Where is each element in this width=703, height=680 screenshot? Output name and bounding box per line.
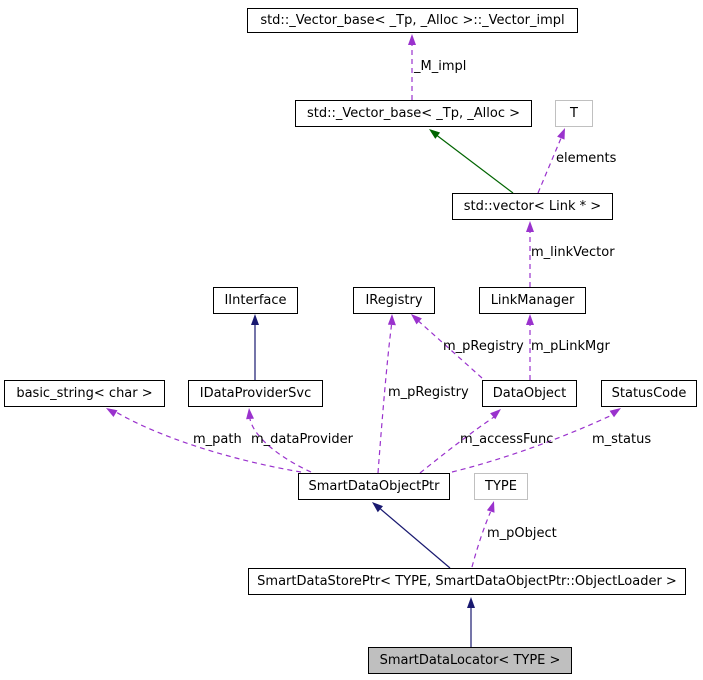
node-link-manager[interactable]: LinkManager [479, 287, 586, 314]
arrowhead-storeptr-inherit [372, 502, 383, 513]
edge-label-m-p-object: m_pObject [487, 526, 557, 541]
arrowhead-m-status [609, 408, 621, 418]
edge-m-p-object [471, 511, 492, 568]
edge-label-elements: elements [556, 151, 617, 166]
edge-storeptr-inherit [380, 508, 451, 569]
arrowhead-elements [557, 128, 565, 140]
arrowhead-m-data-provider [246, 408, 254, 420]
edge-label-m-access-func: m_accessFunc [460, 432, 554, 447]
arrowhead-vector-inherit [429, 129, 441, 139]
node-template-param-t: T [555, 100, 593, 127]
arrowhead-m-link-vector [526, 221, 534, 232]
arrowhead-m-p-registry-smartptr [387, 314, 396, 326]
arrowhead-m-p-object [486, 501, 495, 513]
arrowhead-m-impl [408, 34, 416, 45]
edge-m-status [451, 414, 613, 473]
node-statuscode[interactable]: StatusCode [601, 380, 697, 407]
arrowhead-m-path [106, 408, 118, 417]
edge-label-m-p-registry-smartptr: m_pRegistry [388, 385, 469, 400]
node-basic-string[interactable]: basic_string< char > [4, 380, 165, 407]
node-iregistry[interactable]: IRegistry [353, 287, 435, 314]
edge-label-m-status: m_status [592, 432, 652, 447]
node-template-param-type: TYPE [474, 473, 528, 500]
edge-label-m-p-registry-dataobject: m_pRegistry [443, 339, 524, 354]
edge-label-m-data-provider: m_dataProvider [251, 432, 353, 447]
node-vector-impl[interactable]: std::_Vector_base< _Tp, _Alloc >::_Vecto… [247, 8, 578, 33]
edge-label-m-p-link-mgr: m_pLinkMgr [531, 339, 610, 354]
node-vector-base[interactable]: std::_Vector_base< _Tp, _Alloc > [295, 100, 532, 127]
arrowhead-idps-inherit [251, 314, 259, 325]
edge-label-m-path: m_path [193, 432, 242, 447]
arrowhead-m-p-registry-dataobject [411, 314, 422, 325]
node-smartdataobjectptr[interactable]: SmartDataObjectPtr [298, 473, 450, 500]
edge-m-path [115, 411, 302, 473]
node-iinterface[interactable]: IInterface [213, 287, 298, 314]
arrowhead-locator-inherit [467, 597, 475, 608]
edge-m-p-registry-smartptr [377, 324, 393, 474]
node-dataobject[interactable]: DataObject [482, 380, 577, 407]
edge-vector-inherit [436, 135, 514, 194]
edge-m-access-func [419, 416, 495, 474]
node-std-vector[interactable]: std::vector< Link * > [452, 193, 613, 220]
arrowhead-m-access-func [490, 409, 501, 420]
edge-elements [537, 136, 563, 194]
node-smartdatastoreptr[interactable]: SmartDataStorePtr< TYPE, SmartDataObject… [248, 568, 686, 595]
edge-label-m-link-vector: m_linkVector [531, 245, 615, 260]
edge-m-data-provider [249, 418, 312, 473]
node-smartdatalocator-current: SmartDataLocator< TYPE > [368, 647, 572, 674]
arrowhead-m-p-link-mgr [526, 314, 534, 325]
edge-label-m-impl: _M_impl [414, 59, 467, 74]
node-idataprovidersvc[interactable]: IDataProviderSvc [188, 380, 323, 407]
